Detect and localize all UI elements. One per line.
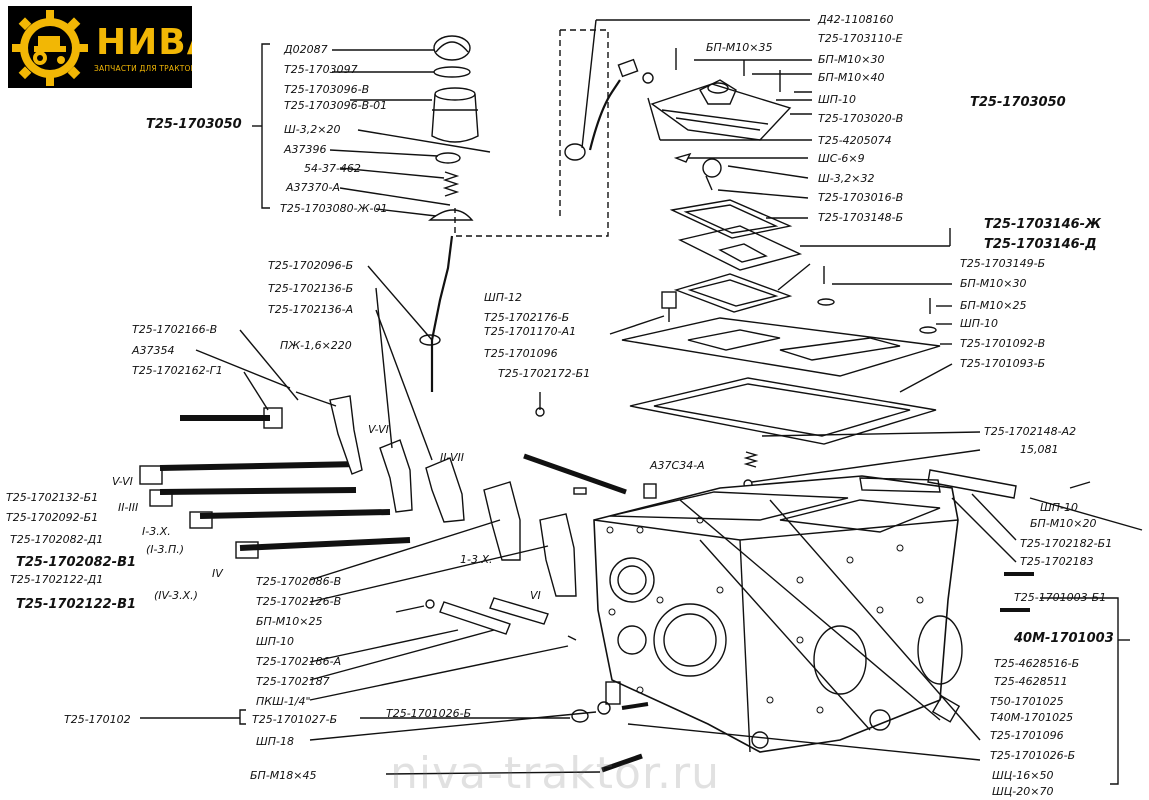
- label-t25-1703020-v: Т25-1703020-В: [818, 112, 904, 125]
- label-t25-1702166-v: Т25-1702166-В: [132, 323, 218, 336]
- label-bp-m10x25-b: БП-М10×25: [256, 615, 323, 628]
- label-t25-1702122-d1: Т25-1702122-Д1: [10, 573, 104, 586]
- label-t25-1701170-a1: Т25-1701170-А1: [484, 325, 577, 338]
- label-t25-1703080-zh-01: Т25-1703080-Ж-01: [280, 202, 388, 215]
- label-d42-1108160: Д42-1108160: [818, 13, 894, 26]
- label-gear-ii-vii: II-VII: [440, 451, 465, 464]
- label-t25-1703096-v: Т25-1703096-В: [284, 83, 370, 96]
- label-bp-m10x40: БП-М10×40: [818, 71, 885, 84]
- label-sh-3-2x32: Ш-3,2×32: [818, 172, 875, 185]
- label-t25-1702096-b: Т25-1702096-Б: [268, 259, 354, 272]
- label-t25-1702176-b: Т25-1702176-Б: [484, 311, 570, 324]
- label-t25-1703050-left: Т25-1703050: [146, 117, 242, 132]
- label-gear-v-vi-a: V-VI: [368, 423, 389, 436]
- label-t25-1701093-b: Т25-1701093-Б: [960, 357, 1046, 370]
- label-gear-iv-3x: (IV-3.Х.): [154, 589, 198, 602]
- label-t40m-1701025: Т40М-1701025: [990, 711, 1074, 724]
- label-t25-1701026-b-b: Т25-1701026-Б: [386, 707, 472, 720]
- label-d02087: Д02087: [284, 43, 328, 56]
- label-t25-1702132-b1: Т25-1702132-Б1: [6, 491, 99, 504]
- label-sh-3-2x20: Ш-3,2×20: [284, 123, 341, 136]
- label-t25-1701092-v: Т25-1701092-В: [960, 337, 1046, 350]
- label-t25-1702092-b1: Т25-1702092-Б1: [6, 511, 99, 524]
- logo-brand: НИВА: [96, 22, 192, 63]
- label-shp-18: ШП-18: [256, 735, 295, 748]
- label-bp-m18x45: БП-М18×45: [250, 769, 317, 782]
- label-t25-1701003-b1: Т25-1701003-Б1: [1014, 591, 1107, 604]
- label-bp-m10x30-b: БП-М10×30: [960, 277, 1027, 290]
- label-bp-m10x25-a: БП-М10×25: [960, 299, 1027, 312]
- label-shp-10-d: ШП-10: [256, 635, 295, 648]
- label-t25-170102: Т25-170102: [64, 713, 131, 726]
- label-t25-1702086-v: Т25-1702086-В: [256, 575, 342, 588]
- label-shs-6x9: ШС-6×9: [818, 152, 865, 165]
- label-40m-1701003: 40М-1701003: [1014, 631, 1114, 646]
- label-shp-10-b: ШП-10: [960, 317, 999, 330]
- label-pzh-1-6x220: ПЖ-1,6×220: [280, 339, 352, 352]
- label-t25-1703096-v-01: Т25-1703096-В-01: [284, 99, 388, 112]
- label-t25-1703016-v: Т25-1703016-В: [818, 191, 904, 204]
- label-t25-1703149-b: Т25-1703149-Б: [960, 257, 1046, 270]
- label-t50-1701025: Т50-1701025: [990, 695, 1064, 708]
- label-bp-m10x30-a: БП-М10×30: [818, 53, 885, 66]
- label-t25-1703110-e: Т25-1703110-Е: [818, 32, 903, 45]
- label-shp-10-a: ШП-10: [818, 93, 857, 106]
- label-gear-ii-iii: II-III: [118, 501, 139, 514]
- label-t25-1702182-b1: Т25-1702182-Б1: [1020, 537, 1113, 550]
- label-t25-1703050-right: Т25-1703050: [970, 95, 1066, 110]
- label-gear-iv: IV: [212, 567, 223, 580]
- label-gear-i-3p: (I-3.П.): [146, 543, 185, 556]
- label-a37354: А37354: [132, 344, 175, 357]
- label-t25-1703097: Т25-1703097: [284, 63, 358, 76]
- label-t25-1702148-a2: Т25-1702148-А2: [984, 425, 1077, 438]
- label-t25-1702082-v1: Т25-1702082-В1: [16, 555, 137, 570]
- label-t25-4628516-b: Т25-4628516-Б: [994, 657, 1080, 670]
- label-t25-1703148-b: Т25-1703148-Б: [818, 211, 904, 224]
- niva-logo: НИВА ЗАПЧАСТИ ДЛЯ ТРАКТОРОВ: [8, 6, 192, 88]
- label-pksh-1-4: ПКШ-1/4": [256, 695, 311, 708]
- label-15-081: 15,081: [1020, 443, 1059, 456]
- label-t25-1701027-b: Т25-1701027-Б: [252, 713, 338, 726]
- label-t25-1702162-g1: Т25-1702162-Г1: [132, 364, 223, 377]
- label-a37s34-a: А37С34-А: [650, 459, 705, 472]
- label-t25-1702183: Т25-1702183: [1020, 555, 1094, 568]
- label-t25-1702136-a: Т25-1702136-А: [268, 303, 354, 316]
- label-t25-1701096-a: Т25-1701096: [990, 729, 1064, 742]
- label-shp-10-c: ШП-10: [1040, 501, 1079, 514]
- label-a37370-a: А37370-А: [286, 181, 341, 194]
- cap-part: [433, 35, 471, 61]
- label-t25-1702136-b: Т25-1702136-Б: [268, 282, 354, 295]
- label-t25-4205074: Т25-4205074: [818, 134, 892, 147]
- label-t25-1701026-b-a: Т25-1701026-Б: [990, 749, 1076, 762]
- tractor-gear-icon: [12, 10, 88, 86]
- label-shts-20x70: ШЦ-20×70: [992, 785, 1054, 798]
- label-gear-vi: VI: [530, 589, 541, 602]
- label-bp-m10x35: БП-М10×35: [706, 41, 773, 54]
- label-shts-16x50: ШЦ-16×50: [992, 769, 1054, 782]
- label-gear-1-3x: 1-3.Х.: [460, 553, 493, 566]
- label-gear-v-vi-b: V-VI: [112, 475, 133, 488]
- label-shp-12: ШП-12: [484, 291, 523, 304]
- label-t25-1702187: Т25-1702187: [256, 675, 330, 688]
- label-t25-4628511: Т25-4628511: [994, 675, 1068, 688]
- bracket-left-top: [261, 43, 270, 209]
- logo-subtitle: ЗАПЧАСТИ ДЛЯ ТРАКТОРОВ: [94, 64, 192, 73]
- label-54-37-462: 54-37-462: [304, 162, 361, 175]
- label-t25-1702082-d1: Т25-1702082-Д1: [10, 533, 104, 546]
- label-t25-1702122-v1: Т25-1702122-В1: [16, 597, 137, 612]
- label-t25-1702126-v: Т25-1702126-В: [256, 595, 342, 608]
- label-bp-m10x20: БП-М10×20: [1030, 517, 1097, 530]
- label-t25-1701096-b: Т25-1701096: [484, 347, 558, 360]
- label-a37396: А37396: [284, 143, 327, 156]
- label-t25-1702186-a: Т25-1702186-А: [256, 655, 342, 668]
- label-t25-1702172-b1: Т25-1702172-Б1: [498, 367, 591, 380]
- label-t25-1703146-zh: Т25-1703146-Ж: [984, 217, 1101, 232]
- label-gear-i-3x: I-3.Х.: [142, 525, 171, 538]
- label-t25-1703146-d: Т25-1703146-Д: [984, 237, 1097, 252]
- watermark: niva-traktor.ru: [390, 748, 720, 799]
